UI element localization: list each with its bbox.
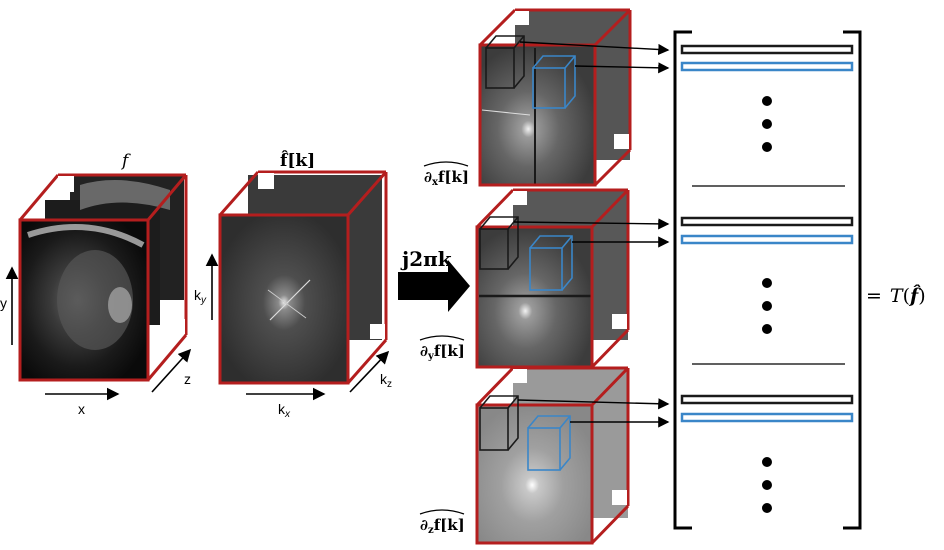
patch-black-z: [479, 395, 519, 451]
kspace-volume-label: f̂[k]: [280, 151, 315, 171]
y-axis-label: y: [0, 295, 7, 311]
derivative-z-hat: [419, 509, 465, 515]
patch-blue-y: [529, 235, 573, 291]
derivative-x-hat: [423, 161, 469, 167]
ellipsis-dot: [762, 301, 772, 311]
ellipsis-dot: [762, 480, 772, 490]
patch-black-y: [479, 216, 519, 270]
derivative-y-hat: [419, 335, 465, 341]
kspace-volume-frame: [218, 170, 388, 385]
z-axis-label: z: [184, 371, 191, 387]
patch-blue-z: [527, 415, 571, 471]
kspace-front-face: [220, 215, 348, 383]
matrix-left-bracket: [673, 30, 692, 530]
matrix-right-bracket: [843, 30, 862, 530]
x-axis-label: x: [78, 401, 85, 417]
matrix-row-black-2: [680, 216, 854, 227]
derivative-y-label: ∂yf[k]: [420, 342, 465, 362]
ellipsis-dot: [762, 142, 772, 152]
ky-axis-label: ky: [194, 287, 207, 306]
matrix-row-black-1: [680, 44, 854, 55]
ellipsis-dot: [762, 324, 772, 334]
matrix-row-blue-1: [680, 61, 854, 72]
patch-black-x: [485, 35, 525, 89]
image-volume: [18, 173, 188, 382]
ellipsis-dot: [762, 503, 772, 513]
ellipsis-dot: [762, 457, 772, 467]
image-volume-frame: [18, 173, 188, 382]
kz-axis-arrow: [349, 350, 390, 393]
kx-axis-label: kx: [278, 401, 291, 420]
matrix-row-blue-2: [680, 234, 854, 245]
derivative-volume-x: [478, 8, 632, 187]
patch-blue-x: [532, 55, 576, 109]
image-volume-label: f: [120, 151, 131, 171]
matrix-row-black-3: [680, 394, 854, 405]
z-axis-arrow: [151, 348, 192, 393]
derivative-z-front-face: [477, 405, 592, 543]
ellipsis-dot: [762, 96, 772, 106]
result-label: =T(f̂): [866, 285, 926, 307]
matrix-row-blue-3: [680, 412, 854, 423]
ellipsis-dot: [762, 119, 772, 129]
derivative-z-label: ∂zf[k]: [420, 516, 465, 536]
ellipsis-dot: [762, 278, 772, 288]
operator-label: j2πk: [400, 247, 453, 271]
result-matrix: [673, 30, 862, 530]
operator-arrow: [398, 260, 470, 312]
derivative-x-label: ∂xf[k]: [424, 168, 469, 188]
derivative-volume-y: [475, 188, 630, 369]
patch-arrows: [513, 41, 670, 428]
derivative-volume-z: [475, 366, 630, 545]
kspace-volume: [218, 170, 388, 385]
kz-axis-label: kz: [380, 371, 392, 390]
